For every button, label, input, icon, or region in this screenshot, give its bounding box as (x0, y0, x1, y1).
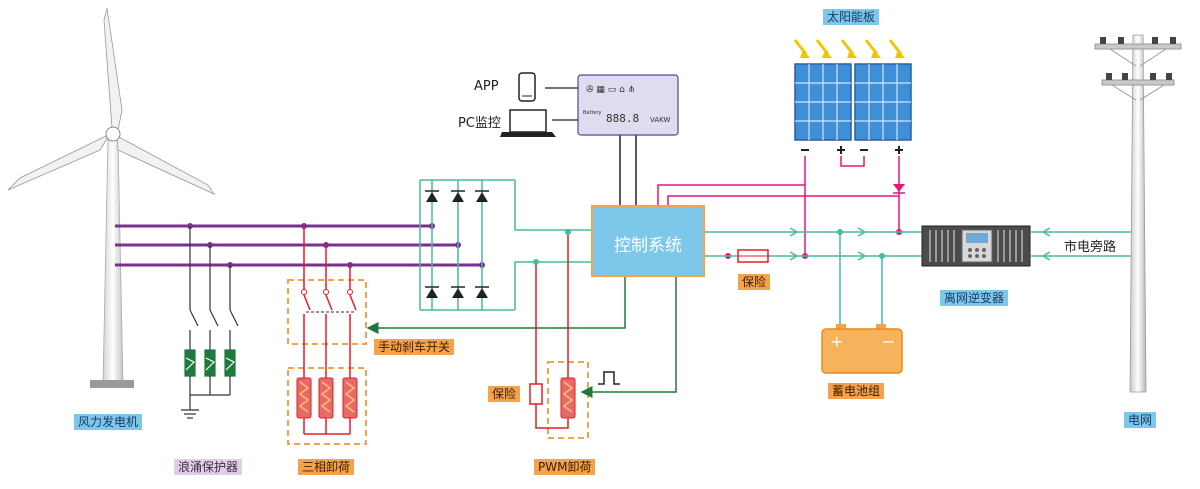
sun-rays-icon (793, 39, 903, 55)
solar-series-link (840, 156, 865, 167)
solar-panel-right (854, 63, 912, 141)
display-panel: ✇ ▦ ▭ ⌂ ⋔ 888.8 VAKW Battery (577, 74, 679, 136)
three-phase-dump-load-label: 三相卸荷 (298, 459, 355, 475)
laptop-icon (500, 109, 556, 137)
off-grid-inverter-label: 离网逆变器 (940, 290, 1009, 306)
ac-three-phase-lines (115, 224, 482, 267)
utility-pole-icon (1094, 34, 1182, 393)
manual-brake-switch-label: 手动刹车开关 (374, 339, 455, 355)
dc-bus-lines (705, 231, 922, 330)
app-label: APP (474, 79, 499, 94)
wind-generator-label: 风力发电机 (74, 414, 143, 430)
pwm-dump-load-label: PWM卸荷 (534, 459, 596, 475)
phone-icon (518, 72, 536, 102)
control-system-label: 控制系统 (614, 236, 682, 256)
pwm-dump-load (529, 232, 677, 439)
surge-protector-icon (181, 226, 239, 419)
grid-bypass-lines (1030, 231, 1138, 257)
surge-protector-label: 浪涌保护器 (174, 459, 243, 475)
svg-text:✇ ▦ ▭ ⌂ ⋔: ✇ ▦ ▭ ⌂ ⋔ (586, 85, 635, 95)
rectifier-bridge (419, 179, 591, 311)
wind-turbine-icon (7, 7, 216, 388)
inverter-icon (921, 225, 1031, 267)
solar-dc-lines (657, 156, 900, 256)
grid-bypass-label: 市电旁路 (1064, 240, 1117, 255)
solar-panel-left (794, 63, 852, 141)
fuse-pwm-label: 保险 (488, 386, 521, 402)
display-units: VAKW (650, 116, 670, 124)
solar-terminals (801, 146, 903, 154)
battery-icon: + − (821, 324, 903, 374)
solar-panel-label: 太阳能板 (823, 9, 880, 25)
pc-monitor-label: PC监控 (458, 116, 501, 131)
display-cables (619, 135, 637, 205)
three-phase-dump-load (287, 226, 367, 445)
battery-bank-label: 蓄电池组 (828, 383, 885, 399)
fuse-main-label: 保险 (738, 274, 771, 290)
utility-grid-label: 电网 (1124, 412, 1157, 428)
display-side-text: Battery (583, 110, 602, 116)
svg-text:−: − (882, 332, 895, 351)
display-readout: 888.8 (606, 112, 639, 125)
blocking-diode-icon (893, 184, 905, 192)
svg-text:+: + (830, 332, 843, 351)
manual-brake-line (366, 275, 626, 334)
control-system-box: 控制系统 (591, 205, 705, 277)
